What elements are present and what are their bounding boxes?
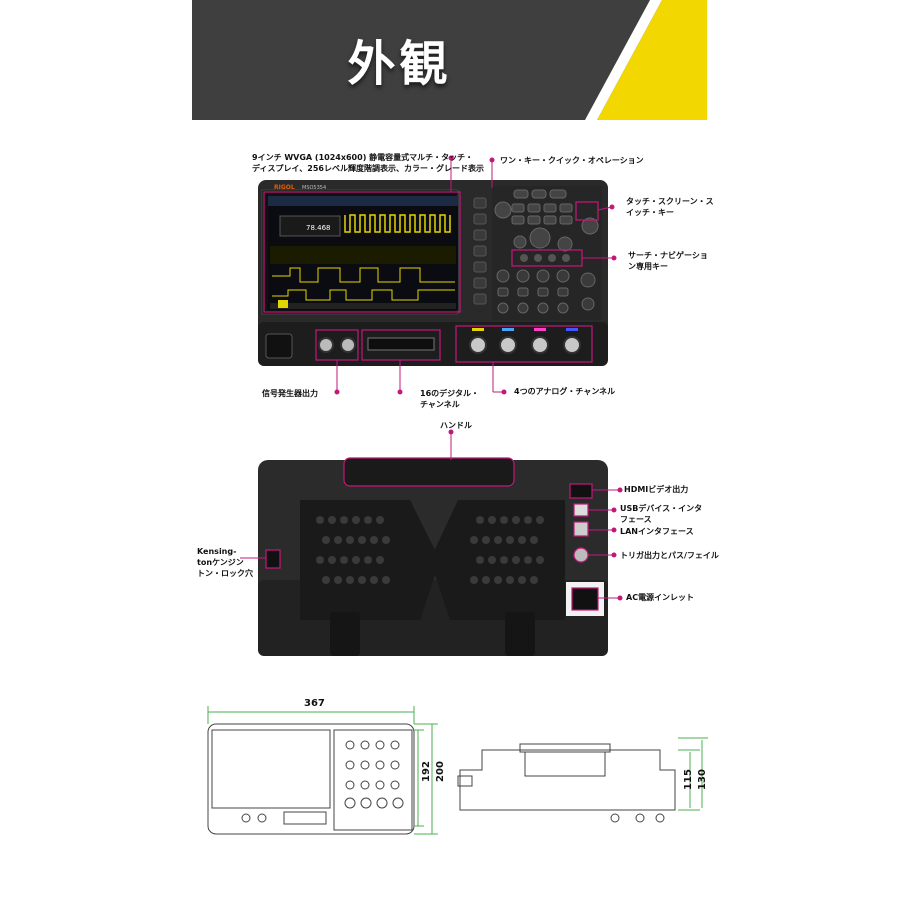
page-title: 外観 [347,36,452,92]
label-hdmi: HDMIビデオ出力 [624,485,689,494]
model-label: MSO5354 [302,185,327,191]
label-signal-generator: 信号発生器出力 [262,389,318,398]
label-kensington-1: Kensing- [197,547,237,556]
label-kensington-2: tonケンジン [197,558,244,567]
label-lan: LANインタフェース [620,527,694,536]
screen-readout: 78.468 [306,224,331,232]
label-display-line2: ディスプレイ、256レベル輝度階調表示、カラー・グレード表示 [252,164,484,173]
banner-stripe [585,0,707,120]
label-digital-2: チャンネル [420,400,460,409]
handle-graphic [343,457,515,487]
label-usb-2: フェース [620,515,652,524]
label-ac-inlet: AC電源インレット [626,593,695,602]
label-handle: ハンドル [440,421,472,430]
label-analog: 4つのアナログ・チャンネル [514,387,616,396]
label-digital-1: 16のデジタル・ [420,389,479,398]
dim-front-height-2: 200 [434,761,446,782]
dim-width: 367 [304,698,325,709]
label-display-line1: 9インチ WVGA (1024x600) 静電容量式マルチ・タッチ・ [252,153,474,162]
dimension-drawings [207,706,708,835]
dim-front-height-1: 192 [420,761,432,782]
label-search-key-2: ン専用キー [628,262,668,271]
dim-side-height-2: 130 [696,769,708,790]
oscilloscope-rear [258,457,608,656]
label-search-key-1: サーチ・ナビゲーショ [628,251,708,260]
label-usb-1: USBデバイス・インタ [620,504,703,513]
dim-side-height-1: 115 [682,769,694,790]
label-trigger: トリガ出力とパス/フェイル [620,551,719,560]
header-banner: 外観 [192,0,707,120]
rear-callouts [240,429,623,601]
brand-logo: RIGOL [274,184,295,191]
front-callouts [334,155,617,395]
label-kensington-3: トン・ロック穴 [197,569,253,578]
oscilloscope-front [258,180,608,366]
label-touch-key-1: タッチ・スクリーン・ス [626,197,714,206]
label-touch-key-2: イッチ・キー [626,208,674,217]
label-one-key: ワン・キー・クイック・オペレーション [500,156,644,165]
